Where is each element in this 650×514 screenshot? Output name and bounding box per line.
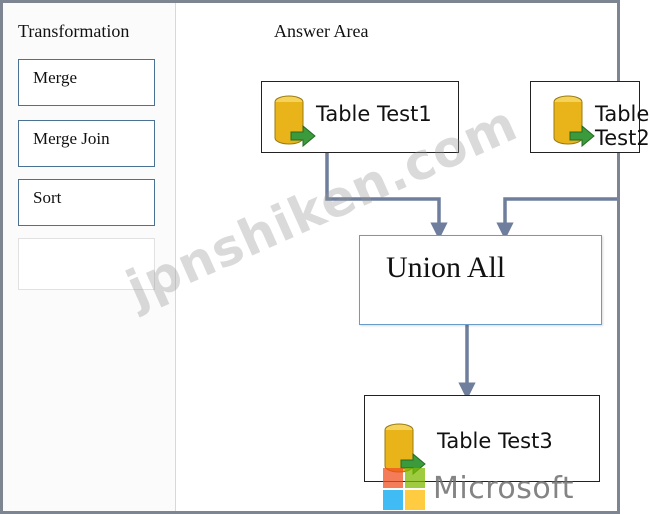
transformation-panel: Transformation Merge Merge Join Sort xyxy=(3,3,176,511)
source-table-test1[interactable]: Table Test1 xyxy=(261,81,459,153)
source-test1-label: Table Test1 xyxy=(316,102,432,126)
connector-test2-union xyxy=(496,197,617,240)
union-all-node[interactable]: Union All xyxy=(359,235,602,325)
option-merge[interactable]: Merge xyxy=(18,59,155,106)
option-empty-slot[interactable] xyxy=(18,238,155,290)
source-test2-label: Table Test2 xyxy=(595,102,650,150)
answer-area-heading: Answer Area xyxy=(274,21,369,41)
connector-test1-union xyxy=(325,153,448,240)
database-table-icon xyxy=(274,95,316,148)
transformation-heading: Transformation xyxy=(18,21,130,41)
green-arrow-icon xyxy=(290,124,316,148)
green-arrow-icon xyxy=(569,124,595,148)
destination-table-test3[interactable]: Table Test3 xyxy=(364,395,600,482)
option-sort[interactable]: Sort xyxy=(18,179,155,226)
microsoft-logo-icon xyxy=(383,468,425,510)
destination-test3-label: Table Test3 xyxy=(437,429,553,453)
database-table-icon xyxy=(553,95,595,148)
microsoft-logo-text: Microsoft xyxy=(433,471,575,506)
source-table-test2[interactable]: Table Test2 xyxy=(530,81,650,153)
flow-connectors xyxy=(325,153,617,400)
union-all-label: Union All xyxy=(386,251,506,284)
option-merge-join[interactable]: Merge Join xyxy=(18,120,155,167)
database-table-icon xyxy=(384,423,426,476)
